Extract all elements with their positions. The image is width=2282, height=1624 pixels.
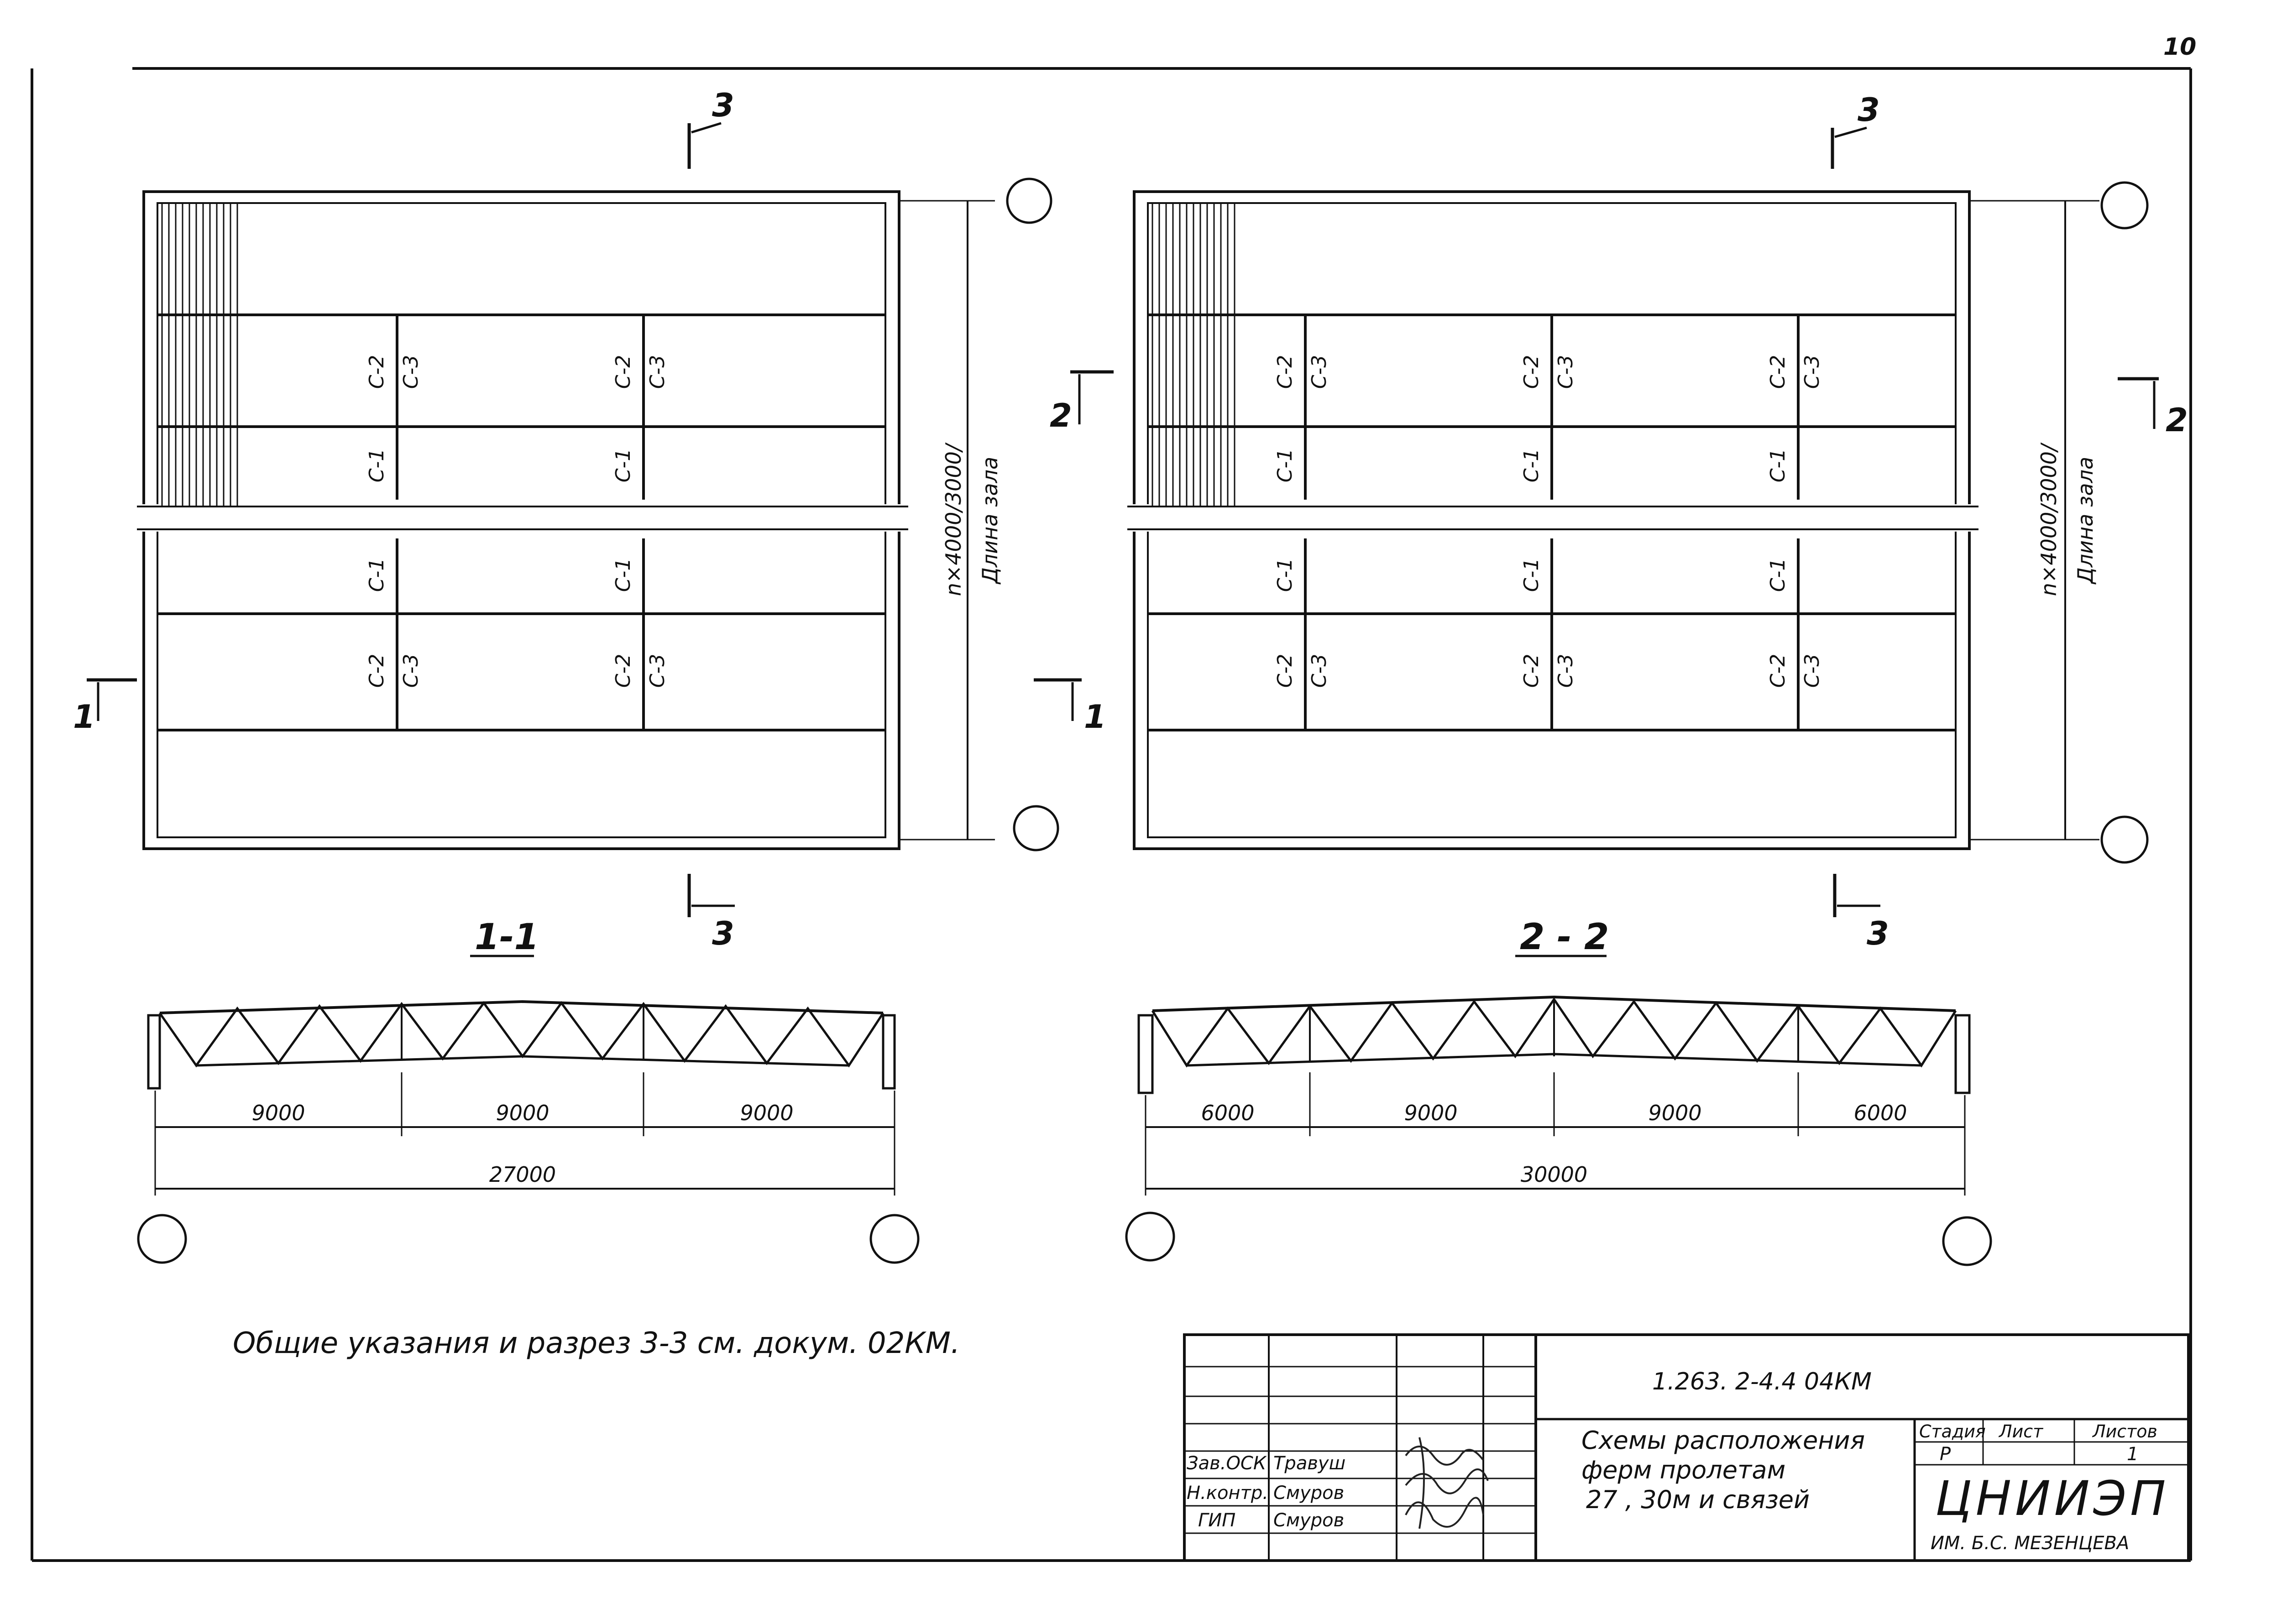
- brace-label-c2: C-2: [365, 654, 388, 688]
- brace-label-c2: C-2: [1520, 654, 1543, 688]
- plan-2-hatch: [1151, 203, 1235, 507]
- brace-label-c3: C-3: [1800, 654, 1824, 688]
- brace-label-c1: C-1: [1273, 558, 1297, 592]
- section-2-2: 2 - 2 6000 9000 9000 6000 30000: [1125, 917, 1992, 1266]
- svg-text:3: 3: [712, 87, 734, 124]
- brace-label-c1: C-1: [612, 449, 635, 483]
- section-2-2-title: 2 - 2: [1520, 917, 1609, 958]
- drawing-title-line2: ферм пролетам: [1581, 1456, 1785, 1484]
- brace-label-c1: C-1: [365, 558, 388, 592]
- dimension-label: 6000: [1853, 1101, 1907, 1125]
- brace-label-c1: C-1: [365, 449, 388, 483]
- axis-bubble: [137, 1214, 187, 1264]
- dimension-label: 9000: [740, 1101, 793, 1125]
- brace-label-c1: C-1: [1520, 449, 1543, 483]
- svg-text:2: 2: [2166, 402, 2188, 439]
- axis-bubble: [1006, 178, 1052, 224]
- dimension-label: 6000: [1201, 1101, 1254, 1125]
- axis-bubble: [1013, 805, 1059, 851]
- dimension-label: 9000: [251, 1101, 305, 1125]
- organization-name: ЦНИИЭП: [1935, 1471, 2169, 1526]
- dimension-label: 9000: [496, 1101, 549, 1125]
- svg-text:1: 1: [1084, 698, 1106, 736]
- plan-1: C-2 C-3 C-1 C-1 C-2 C-3 C-2 C-3 C-1 C-1 …: [73, 87, 1106, 952]
- axis-bubble: [1942, 1216, 1992, 1266]
- brace-label-c2: C-2: [1273, 355, 1297, 389]
- brace-label-c3: C-3: [1308, 355, 1331, 389]
- brace-label-c2: C-2: [612, 654, 635, 688]
- plan-2-length-caption: Длина зала: [2073, 457, 2098, 585]
- handwritten-signatures: [1405, 1437, 1489, 1529]
- brace-label-c1: C-1: [1520, 558, 1543, 592]
- signature-name: Травуш: [1273, 1453, 1345, 1474]
- plan-2: C-2 C-3 C-1 C-1 C-2 C-3 C-2 C-3 C-1 C-1 …: [1050, 91, 2188, 952]
- brace-label-c3: C-3: [1554, 355, 1577, 389]
- brace-label-c1: C-1: [612, 558, 635, 592]
- document-code: 1.263. 2-4.4 04КМ: [1652, 1368, 1872, 1395]
- plan-2-section-marks: 3 3 2 2: [1050, 91, 2188, 952]
- sheets-header: Листов: [2092, 1421, 2157, 1441]
- drawing-title-line3: 27 , 30м и связей: [1586, 1485, 1810, 1514]
- stage-value: Р: [1940, 1444, 1951, 1465]
- brace-label-c3: C-3: [399, 654, 423, 688]
- plan-1-hatch: [161, 203, 238, 507]
- sheet-frame: 10: [31, 33, 2196, 1562]
- axis-bubble: [2100, 181, 2149, 230]
- general-note: Общие указания и разрез 3-3 см. докум. 0…: [233, 1326, 960, 1360]
- organization-subtitle: ИМ. Б.С. МЕЗЕНЦЕВА: [1931, 1533, 2129, 1554]
- brace-label-c1: C-1: [1766, 449, 1790, 483]
- dimension-label: 9000: [1404, 1101, 1457, 1125]
- brace-label-c3: C-3: [646, 654, 669, 688]
- svg-text:2: 2: [1050, 397, 1072, 434]
- brace-label-c2: C-2: [1273, 654, 1297, 688]
- axis-bubble: [869, 1214, 920, 1264]
- signature-name: Смуров: [1273, 1510, 1344, 1531]
- svg-text:3: 3: [1858, 91, 1880, 129]
- brace-label-c3: C-3: [1800, 355, 1824, 389]
- title-block: Зав.ОСК Травуш Н.контр. Смуров ГИП Смуро…: [1183, 1333, 2190, 1562]
- brace-label-c2: C-2: [612, 355, 635, 389]
- stage-header: Стадия: [1919, 1421, 1986, 1441]
- brace-label-c2: C-2: [1520, 355, 1543, 389]
- brace-label-c2: C-2: [1766, 355, 1790, 389]
- brace-label-c3: C-3: [399, 355, 423, 389]
- brace-label-c2: C-2: [1766, 654, 1790, 688]
- signature-role: Н.контр.: [1187, 1483, 1268, 1504]
- signature-name: Смуров: [1273, 1483, 1344, 1504]
- plan-2-length-dimension: n×4000/3000/: [2036, 442, 2061, 596]
- brace-label-c3: C-3: [646, 355, 669, 389]
- svg-text:1: 1: [73, 698, 95, 736]
- brace-label-c3: C-3: [1308, 654, 1331, 688]
- axis-bubble: [1125, 1211, 1175, 1262]
- signature-role: Зав.ОСК: [1187, 1453, 1267, 1474]
- brace-label-c3: C-3: [1554, 654, 1577, 688]
- svg-text:3: 3: [1867, 915, 1889, 952]
- section-1-1: 1-1 9000 9000 9000 27000: [137, 917, 920, 1264]
- dimension-total: 27000: [489, 1162, 556, 1187]
- section-1-1-title: 1-1: [475, 917, 539, 958]
- sheet-header: Лист: [1998, 1421, 2044, 1441]
- drawing-title-line1: Схемы расположения: [1581, 1426, 1865, 1455]
- plan-1-section-marks: 3 3 1 1: [73, 87, 1106, 952]
- signature-role: ГИП: [1198, 1510, 1235, 1531]
- dimension-total: 30000: [1521, 1162, 1587, 1187]
- brace-label-c1: C-1: [1273, 449, 1297, 483]
- svg-text:3: 3: [712, 915, 734, 952]
- sheets-value: 1: [2127, 1444, 2138, 1465]
- plan-1-length-dimension: n×4000/3000/: [941, 442, 966, 596]
- brace-label-c1: C-1: [1766, 558, 1790, 592]
- dimension-label: 9000: [1648, 1101, 1701, 1125]
- axis-bubble: [2100, 815, 2149, 864]
- plan-1-length-caption: Длина зала: [978, 457, 1002, 585]
- page-number: 10: [2163, 33, 2196, 61]
- brace-label-c2: C-2: [365, 355, 388, 389]
